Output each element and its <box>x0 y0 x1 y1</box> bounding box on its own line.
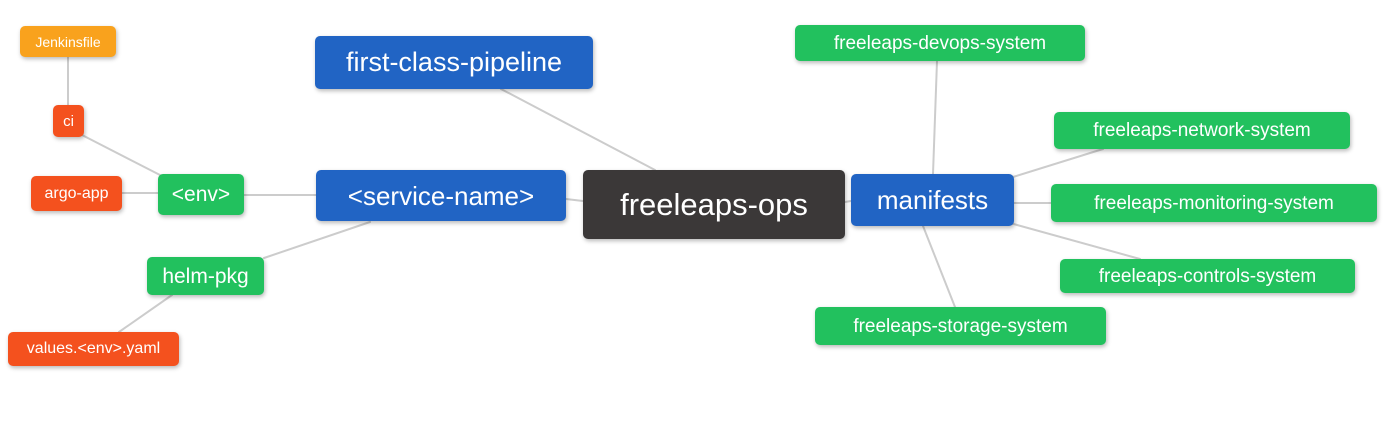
node-network-system[interactable]: freeleaps-network-system <box>1054 112 1350 149</box>
edge-ci-to-env <box>81 134 161 176</box>
node-storage-system[interactable]: freeleaps-storage-system <box>815 307 1106 345</box>
edge-devops-system-to-manifests <box>932 60 938 175</box>
edge-manifests-to-controls-system <box>1009 222 1141 260</box>
node-helm-pkg[interactable]: helm-pkg <box>147 257 264 295</box>
node-jenkinsfile[interactable]: Jenkinsfile <box>20 26 116 57</box>
edge-first-class-pipeline-to-freeleaps-ops <box>500 88 656 171</box>
node-freeleaps-ops[interactable]: freeleaps-ops <box>583 170 845 239</box>
node-controls-system[interactable]: freeleaps-controls-system <box>1060 259 1355 293</box>
node-argo-app[interactable]: argo-app <box>31 176 122 211</box>
node-ci[interactable]: ci <box>53 105 84 137</box>
node-monitoring-system[interactable]: freeleaps-monitoring-system <box>1051 184 1377 222</box>
node-env[interactable]: <env> <box>158 174 244 215</box>
node-devops-system[interactable]: freeleaps-devops-system <box>795 25 1085 61</box>
node-manifests[interactable]: manifests <box>851 174 1014 226</box>
edge-helm-pkg-to-service-name <box>263 221 371 259</box>
node-first-class-pipeline[interactable]: first-class-pipeline <box>315 36 593 89</box>
node-service-name[interactable]: <service-name> <box>316 170 566 221</box>
node-values-env-yaml[interactable]: values.<env>.yaml <box>8 332 179 366</box>
edge-manifests-to-network-system <box>1012 148 1104 178</box>
edge-service-name-to-freeleaps-ops <box>565 198 584 202</box>
edge-values-env-yaml-to-helm-pkg <box>118 294 173 333</box>
edge-manifests-to-storage-system <box>922 225 956 308</box>
edge-freeleaps-ops-to-manifests <box>844 200 852 203</box>
